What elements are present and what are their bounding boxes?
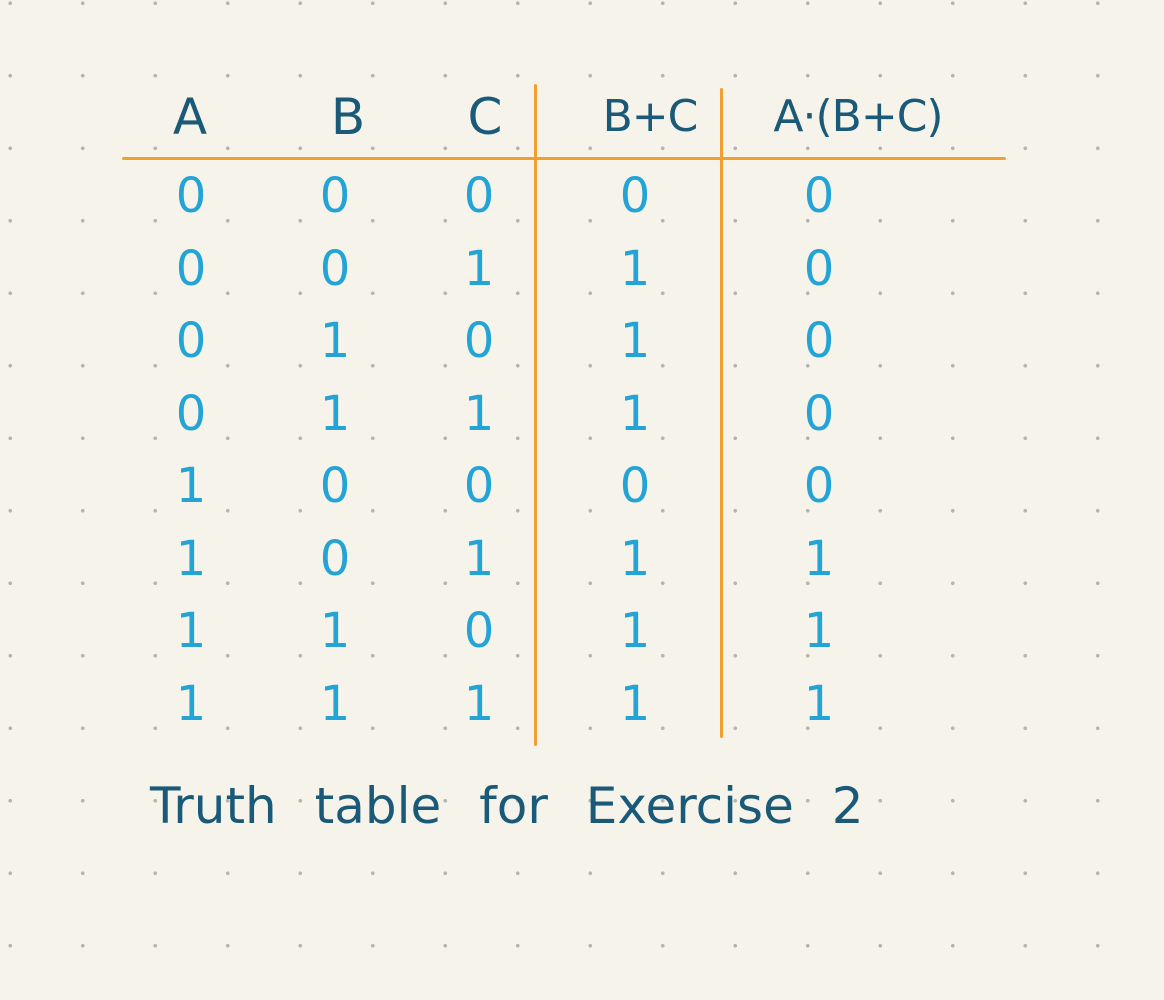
header-b-or-c: B+C [602,91,699,142]
cell-b-or-c: 0 [619,168,651,224]
cell-b: 1 [319,313,351,369]
table-row: 1 1 1 1 1 [0,668,1164,741]
table-row: 0 0 0 0 0 [0,160,1164,233]
cell-b: 0 [319,530,351,587]
cell-a: 1 [175,603,207,659]
cell-b-or-c: 1 [619,313,651,369]
input-output-divider [534,84,537,746]
cell-c: 1 [463,675,495,732]
cell-c: 1 [463,385,495,442]
cell-a: 1 [175,458,207,514]
cell-a: 0 [175,313,207,369]
cell-a-and-b-or-c: 0 [803,458,835,514]
cell-a: 0 [175,240,207,297]
cell-b-or-c: 1 [619,240,651,297]
cell-b-or-c: 0 [619,458,651,514]
cell-b: 1 [319,603,351,659]
cell-c: 0 [463,603,495,659]
cell-c: 1 [463,240,495,297]
cell-a: 0 [175,168,207,224]
cell-a-and-b-or-c: 0 [803,168,835,224]
table-row: 0 0 1 1 0 [0,233,1164,306]
table-row: 0 1 0 1 0 [0,305,1164,378]
cell-a-and-b-or-c: 0 [803,313,835,369]
cell-a-and-b-or-c: 0 [803,385,835,442]
table-row: 1 1 0 1 1 [0,595,1164,668]
header-c: C [467,88,503,146]
cell-a: 0 [175,385,207,442]
cell-b-or-c: 1 [619,603,651,659]
cell-c: 0 [463,458,495,514]
cell-a-and-b-or-c: 0 [803,240,835,297]
caption: Truth table for Exercise 2 [150,777,864,835]
truth-table-body: 0 0 0 0 0 0 0 1 1 0 0 1 0 1 0 0 1 1 1 0 [0,160,1164,740]
cell-b-or-c: 1 [619,385,651,442]
cell-b: 1 [319,675,351,732]
cell-b-or-c: 1 [619,530,651,587]
header-a: A [172,88,208,146]
cell-b: 0 [319,168,351,224]
cell-a-and-b-or-c: 1 [803,530,835,587]
cell-a-and-b-or-c: 1 [803,675,835,732]
cell-c: 0 [463,313,495,369]
cell-a: 1 [175,675,207,732]
table-row: 1 0 0 0 0 [0,450,1164,523]
cell-b-or-c: 1 [619,675,651,732]
header-b: B [330,88,366,146]
cell-c: 0 [463,168,495,224]
cell-c: 1 [463,530,495,587]
header-underline [122,157,1006,160]
table-row: 1 0 1 1 1 [0,523,1164,596]
header-a-and-b-or-c: A·(B+C) [773,91,943,142]
cell-a: 1 [175,530,207,587]
cell-b: 1 [319,385,351,442]
cell-b: 0 [319,240,351,297]
cell-a-and-b-or-c: 1 [803,603,835,659]
cell-b: 0 [319,458,351,514]
table-row: 0 1 1 1 0 [0,378,1164,451]
output-column-divider [720,88,723,738]
